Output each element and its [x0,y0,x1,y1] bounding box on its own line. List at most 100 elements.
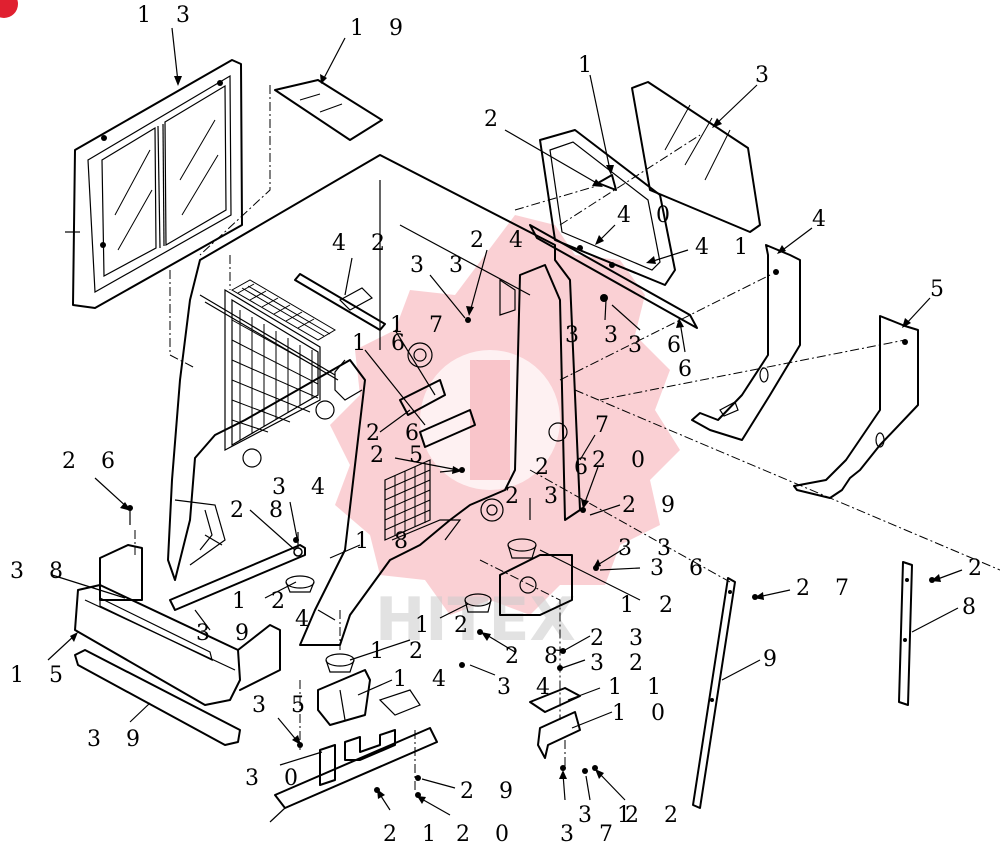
callout-26-center: 2 6 [535,455,597,480]
part-22-bolt [592,765,598,771]
callout-12-center: 1 2 [415,613,477,638]
callout-15: 1 5 [10,663,72,688]
callout-9: 9 [763,647,786,672]
callout-8: 8 [962,595,985,620]
part-33-bolt-top [600,294,608,302]
part-31-nut [582,768,588,774]
callout-34-lower: 3 4 [497,675,559,700]
callout-28-left: 2 8 [230,498,292,523]
callout-39-upper: 3 9 [196,621,258,646]
callout-28-lower: 2 8 [505,644,567,669]
callout-29-lower: 2 9 [460,779,522,804]
part-12-isolator-b [507,538,537,559]
callout-12-lower: 1 2 [370,639,432,664]
part-1-seal [597,174,617,191]
callout-19: 1 9 [350,16,412,41]
part-16-bracket [399,379,446,416]
callout-27-center: 2 7 [796,576,858,601]
part-28-34-fasteners [293,532,303,557]
part-34-bolt [459,662,465,668]
callout-41: 4 1 [695,235,757,260]
callout-labels: 1 3 1 9 1 3 2 4 0 4 1 4 5 4 2 2 4 3 3 3 … [10,3,1000,847]
callout-24: 2 4 [470,228,532,253]
part-39-rail-upper [169,544,306,611]
cab-grille-left [231,298,319,447]
callout-4-upper: 4 [812,207,835,232]
callout-36-lower: 3 6 [650,556,712,581]
part-12-isolator-a [285,575,315,593]
callout-32: 3 2 [590,651,652,676]
cab-top-grille [230,279,336,341]
corner-badge [0,0,18,18]
part-12-isolator-c [464,593,492,613]
callout-13: 1 3 [137,3,199,28]
callout-11: 1 1 [608,675,670,700]
callout-33-right: 3 3 [565,323,627,348]
callout-5: 5 [930,277,953,302]
callout-29-upper: 2 9 [622,493,684,518]
callout-10: 1 0 [612,701,674,726]
callout-14: 1 4 [393,667,455,692]
part-42-bar [294,273,386,331]
part-39-rail-bottom [74,649,241,746]
callout-1: 1 [578,53,601,78]
callout-33-lower: 3 3 [618,536,680,561]
watermark-text: HITEX [375,585,576,655]
callout-37: 3 7 [560,822,622,847]
callout-39-lower: 3 9 [87,727,149,752]
callout-26-left: 2 6 [62,449,124,474]
part-29-bolt-lower [415,775,421,781]
part-17-bracket [419,409,476,448]
leader-lines [47,27,963,816]
callout-35: 3 5 [252,693,314,718]
callout-26-mid: 2 6 [366,421,428,446]
callout-21: 2 1 [383,822,445,847]
callout-17: 1 7 [390,313,452,338]
callout-22: 2 2 [625,803,687,828]
part-30-base-rail [269,689,438,823]
callout-12-right: 1 2 [620,593,682,618]
callout-18: 1 8 [355,529,417,554]
callout-25: 2 5 [370,443,432,468]
callout-31: 3 1 [578,803,640,828]
callout-27-right: 2 7 [968,556,1000,581]
part-4-side-bracket [691,244,801,441]
part-5-side-bracket [793,315,919,499]
part-27-bolt-b [929,577,935,583]
callout-12-left: 1 2 [232,589,294,614]
part-8-long-strip [898,561,913,706]
part-14-mount-bracket [317,669,371,726]
main-cab-frame [167,154,581,646]
callout-33-upper: 3 3 [410,253,472,278]
callout-23-upper: 2 3 [505,484,567,509]
callout-3: 3 [755,63,778,88]
cab-grille-right [384,459,431,541]
callout-7: 7 [595,413,618,438]
assembly-centerlines [134,85,1000,790]
part-rear-mount-bracket [499,554,573,616]
callout-16: 1 6 [352,331,414,356]
part-10-bracket [537,711,581,759]
part-23-bolt [477,629,483,635]
callout-4-lower: 4 [295,607,318,632]
watermark-logo [330,215,680,615]
callout-20-upper: 2 0 [592,448,654,473]
callout-2: 2 [484,107,507,132]
part-9-long-strip [692,577,736,809]
callout-42: 4 2 [332,231,394,256]
callout-23-lower: 2 3 [590,626,652,651]
part-24-bolt [465,317,471,323]
part-42-clip [339,287,373,311]
callout-38: 3 8 [10,559,72,584]
part-3-rear-glass [631,81,761,233]
part-19-glass-panel [274,79,383,141]
callout-34-upper: 3 4 [272,475,334,500]
callout-20-lower: 2 0 [456,822,518,847]
callout-36-upper: 3 6 [628,333,690,358]
part-13-side-window [65,59,243,309]
callout-40: 4 0 [617,203,679,228]
callout-6: 6 [678,357,701,382]
part-29-bolt [580,507,586,513]
part-12-isolator-d [325,653,355,673]
